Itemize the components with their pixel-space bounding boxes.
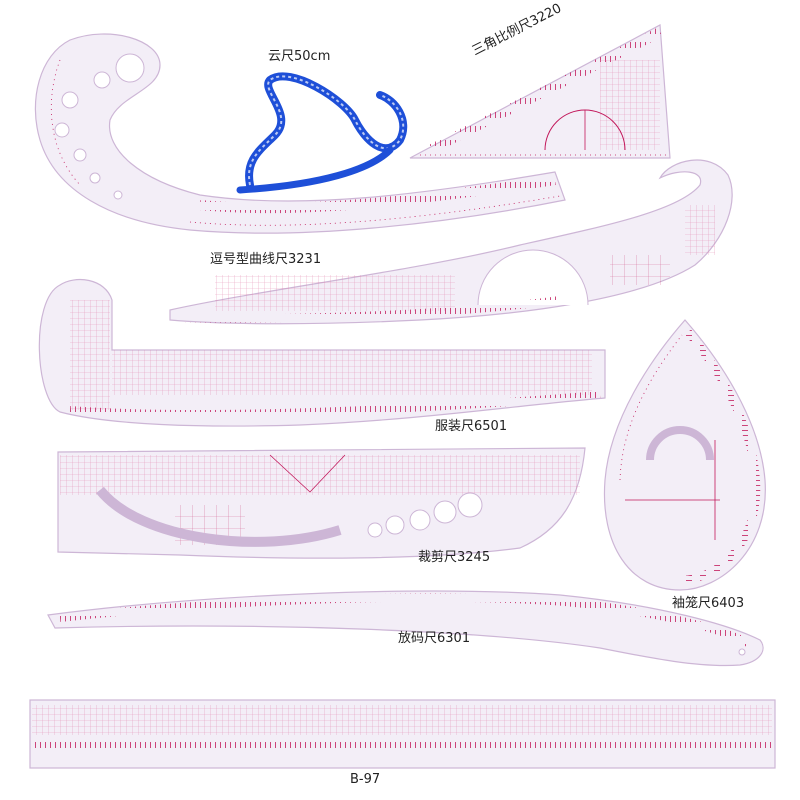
caption-cutting-ruler: 裁剪尺3245 bbox=[418, 550, 491, 565]
sleeve-ruler-6403 bbox=[603, 319, 766, 591]
hip-curve-ruler bbox=[169, 159, 733, 325]
triangle-scale-ruler bbox=[409, 24, 671, 159]
cloud-flexible-ruler bbox=[236, 72, 408, 194]
grading-ruler-6301 bbox=[47, 590, 764, 667]
caption-grading-ruler: 放码尺6301 bbox=[398, 631, 471, 646]
caption-straight-ruler: B-97 bbox=[350, 772, 381, 787]
caption-garment-ruler: 服装尺6501 bbox=[435, 419, 508, 434]
caption-comma-curve-ruler: 逗号型曲线尺3231 bbox=[210, 252, 322, 267]
caption-cloud-ruler: 云尺50cm bbox=[268, 49, 331, 64]
caption-sleeve-ruler: 袖笼尺6403 bbox=[672, 596, 745, 611]
straight-ruler-b97 bbox=[29, 699, 776, 769]
comma-curve-ruler bbox=[34, 33, 566, 234]
garment-ruler-6501 bbox=[38, 278, 606, 427]
cutting-ruler-3245 bbox=[57, 447, 586, 559]
